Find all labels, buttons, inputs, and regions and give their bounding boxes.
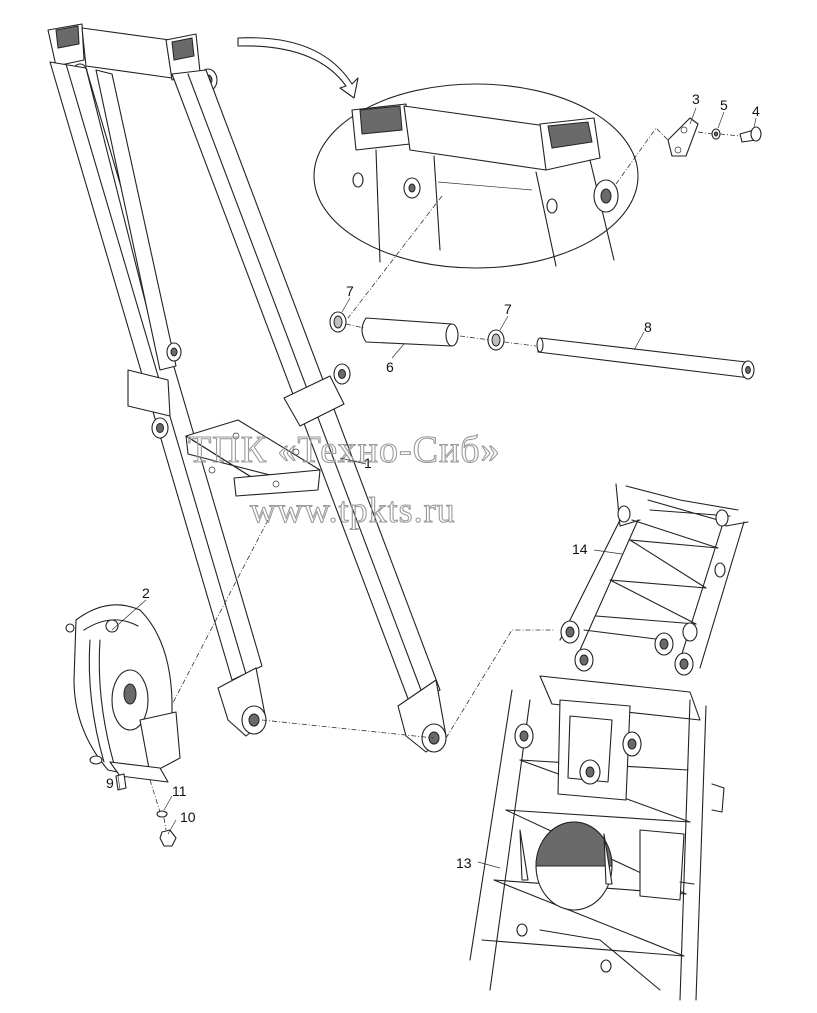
a-frame-assembly bbox=[47, 23, 447, 753]
watermark: ТПК «Техно-Сиб» www.tpkts.ru bbox=[187, 428, 501, 530]
detail-crossbar-body bbox=[403, 105, 547, 171]
callout-10: 10 bbox=[180, 809, 196, 825]
callout-3: 3 bbox=[692, 91, 700, 107]
callout-9: 9 bbox=[106, 775, 114, 791]
assembly-centerlines bbox=[163, 519, 554, 739]
a-frame-top-cap-left-face bbox=[55, 25, 80, 49]
winch-base-plate bbox=[109, 761, 169, 783]
callout-13: 13 bbox=[456, 855, 472, 871]
callout-8: 8 bbox=[644, 319, 652, 335]
callout-2: 2 bbox=[142, 585, 150, 601]
boom-section-14 bbox=[559, 483, 749, 676]
parts-plate-bolt-washer bbox=[615, 117, 762, 185]
part-8-pin bbox=[537, 337, 751, 379]
a-frame-top-crossbar bbox=[81, 27, 173, 79]
callout-11: 11 bbox=[172, 783, 187, 799]
callout-4: 4 bbox=[752, 103, 760, 119]
callout-7-right: 7 bbox=[504, 301, 512, 317]
callout-leaders bbox=[111, 107, 757, 869]
watermark-line-2: www.tpkts.ru bbox=[250, 490, 456, 530]
callout-1: 1 bbox=[364, 455, 372, 471]
callout-7-left: 7 bbox=[346, 283, 354, 299]
callout-6: 6 bbox=[386, 359, 394, 375]
callout-labels: 1 2 3 4 5 6 7 7 8 9 10 11 13 14 bbox=[106, 91, 760, 871]
watermark-line-1: ТПК «Техно-Сиб» bbox=[188, 429, 501, 471]
pin-and-bushings bbox=[329, 195, 755, 380]
part-3-lock-plate bbox=[667, 117, 699, 157]
part-6-bushing bbox=[361, 317, 458, 347]
a-frame-left-bracket bbox=[127, 369, 171, 417]
boom-section-13 bbox=[469, 675, 725, 1001]
winch-bracket bbox=[139, 711, 181, 775]
part-11-washer bbox=[156, 810, 168, 818]
boom-13-top-ring bbox=[539, 675, 701, 721]
a-frame-top-cap-right-face bbox=[171, 37, 195, 61]
a-frame-mount-plate-side bbox=[233, 469, 321, 497]
detail-view-crossbar bbox=[313, 83, 639, 269]
winch-unit bbox=[65, 604, 181, 847]
a-frame-right-bracket bbox=[283, 375, 345, 427]
part-10-nut bbox=[159, 829, 177, 847]
detail-view-outline bbox=[313, 83, 639, 269]
callout-14: 14 bbox=[572, 541, 588, 557]
a-frame-left-leg-outer bbox=[49, 61, 263, 681]
callout-5: 5 bbox=[720, 97, 728, 113]
part-9-bolt bbox=[115, 773, 127, 791]
a-frame-left-leg-inner-flange bbox=[95, 69, 177, 371]
detail-pointer-arrow bbox=[237, 37, 359, 99]
